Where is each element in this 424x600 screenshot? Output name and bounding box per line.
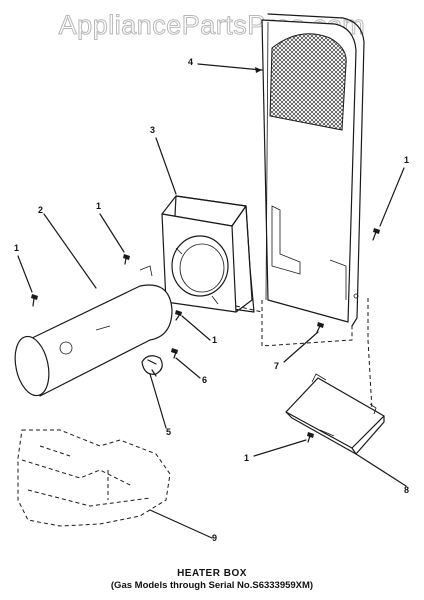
screw-icon [171,348,178,359]
callout-8: 8 [404,485,410,495]
leader-lines [17,63,407,539]
cover-part-3 [161,195,255,313]
bracket-part-8 [285,373,385,455]
screw-icon [123,254,130,265]
grille-mesh [269,33,347,131]
callout-6: 6 [202,375,208,385]
back-panel-part-4 [261,13,365,327]
callout-9: 9 [212,533,218,543]
callout-1-mid: 1 [212,335,218,345]
dashed-outline [235,298,373,411]
diagram-subtitle: (Gas Models through Serial No.S6333959XM… [110,580,314,591]
diagram-title: HEATER BOX [177,568,247,579]
callout-5: 5 [166,427,172,437]
screw-icon [31,294,38,307]
screw-icon [372,228,380,241]
callout-3: 3 [150,125,156,135]
callout-4: 4 [188,57,194,67]
cylinder-part-2 [14,265,173,397]
screw-icon [307,432,314,443]
callout-1-left: 1 [14,243,20,253]
callout-7: 7 [274,361,280,371]
screw-icon [175,310,182,321]
callout-2: 2 [38,205,44,215]
callout-1-upper-left: 1 [96,201,102,211]
burner-base-part-9 [17,429,171,527]
callout-1-bottom: 1 [244,453,250,463]
sensor-part-5 [141,355,163,377]
screw-icon [316,322,324,333]
callout-1-top-right: 1 [404,155,410,165]
